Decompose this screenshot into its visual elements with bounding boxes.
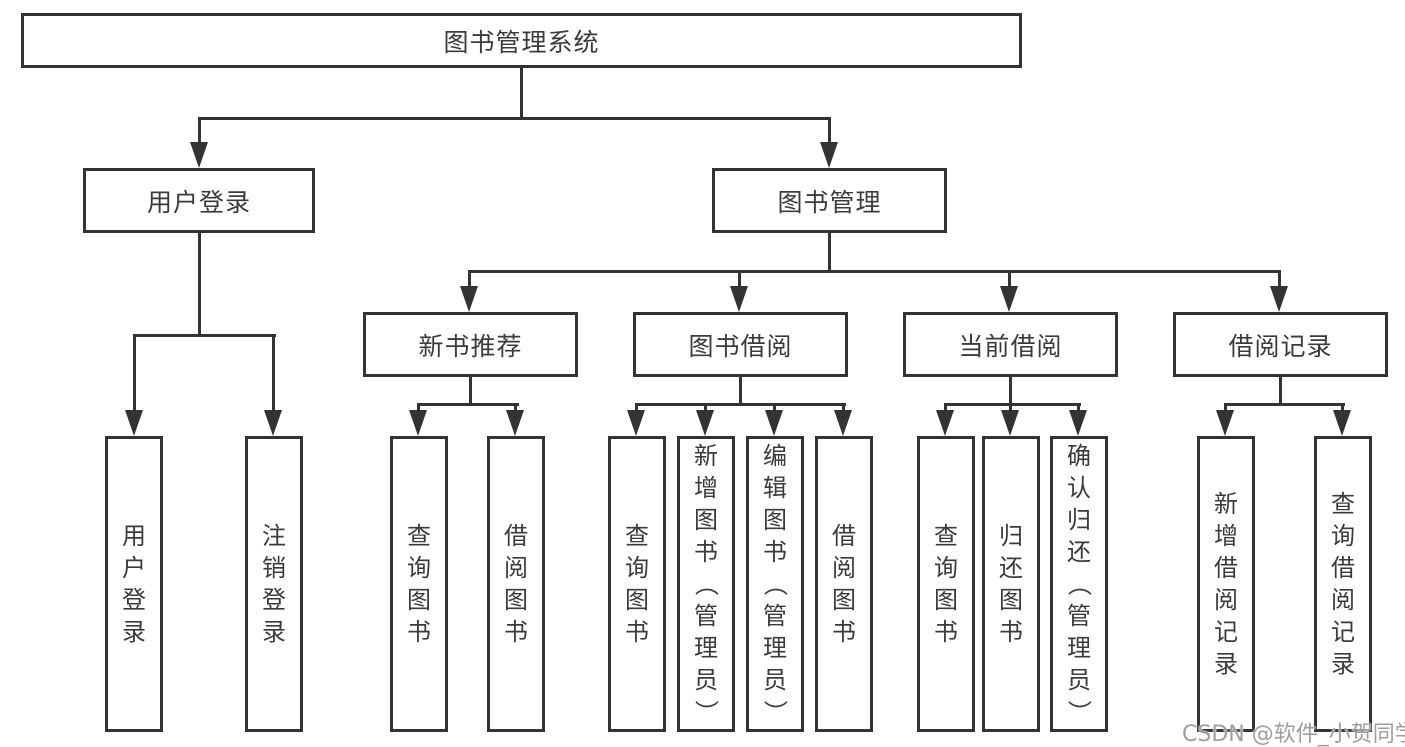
leaf-bb-add-book-admin-label: 新增图书（管理员）: [692, 442, 720, 724]
leaf-br-add-record-label: 新增借阅记录: [1214, 490, 1238, 678]
leaf-user-login: 用户登录: [105, 436, 163, 732]
connector-arrow-stem: [514, 403, 517, 413]
connector-arrow-stem: [133, 334, 136, 412]
arrow-down-icon: [1333, 410, 1351, 436]
connector-nbr-branch: [418, 403, 519, 406]
connector-user-login-branch: [133, 334, 276, 337]
connector-arrow-stem: [1224, 403, 1227, 413]
connector-arrow-stem: [1009, 403, 1012, 413]
leaf-bb-query-book-label: 查询图书: [625, 522, 649, 646]
connector-level3-branch: [469, 270, 1281, 273]
node-user-login-label: 用户登录: [146, 187, 251, 217]
arrow-down-icon: [1216, 410, 1234, 436]
arrow-down-icon: [1001, 410, 1019, 436]
arrow-down-icon: [264, 410, 282, 436]
connector-bb-branch: [636, 403, 846, 406]
leaf-cb-confirm-return-admin-label: 确认归还（管理员）: [1065, 442, 1093, 724]
arrow-down-icon: [820, 142, 838, 168]
connector-arrow-stem: [1278, 270, 1281, 289]
leaf-cb-return-book-label: 归还图书: [999, 522, 1023, 646]
leaf-nbr-query-book-label: 查询图书: [407, 522, 431, 646]
connector-arrow-stem: [1341, 403, 1344, 413]
arrow-down-icon: [190, 142, 208, 168]
arrow-down-icon: [1270, 286, 1288, 312]
arrow-down-icon: [1069, 410, 1087, 436]
leaf-cb-return-book: 归还图书: [982, 436, 1040, 732]
connector-bb-stem: [739, 377, 742, 406]
node-new-book-recommend-label: 新书推荐: [418, 331, 523, 361]
connector-cb-branch: [944, 403, 1081, 406]
connector-arrow-stem: [944, 403, 947, 413]
node-borrow-records-label: 借阅记录: [1228, 331, 1333, 361]
connector-arrow-stem: [198, 117, 201, 145]
arrow-down-icon: [765, 410, 783, 436]
leaf-br-query-record: 查询借阅记录: [1314, 436, 1372, 732]
connector-arrow-stem: [468, 270, 471, 289]
arrow-down-icon: [125, 410, 143, 436]
leaf-cb-confirm-return-admin: 确认归还（管理员）: [1050, 436, 1108, 732]
leaf-br-query-record-label: 查询借阅记录: [1331, 490, 1355, 678]
connector-arrow-stem: [272, 334, 275, 412]
node-book-borrow-label: 图书借阅: [688, 331, 793, 361]
arrow-down-icon: [627, 410, 645, 436]
node-book-management: 图书管理: [712, 168, 947, 233]
arrow-down-icon: [936, 410, 954, 436]
connector-arrow-stem: [738, 270, 741, 289]
node-book-borrow: 图书借阅: [633, 312, 848, 377]
connector-br-stem: [1279, 377, 1282, 406]
connector-book-mgmt-stem: [828, 233, 831, 273]
connector-arrow-stem: [704, 403, 707, 413]
arrow-down-icon: [696, 410, 714, 436]
leaf-br-add-record: 新增借阅记录: [1197, 436, 1255, 732]
leaf-cb-query-book-label: 查询图书: [934, 522, 958, 646]
node-book-management-label: 图书管理: [777, 187, 882, 217]
arrow-down-icon: [409, 410, 427, 436]
node-borrow-records: 借阅记录: [1173, 312, 1388, 377]
arrow-down-icon: [834, 410, 852, 436]
node-user-login: 用户登录: [83, 168, 315, 233]
connector-arrow-stem: [773, 403, 776, 413]
connector-nbr-stem: [469, 377, 472, 406]
arrow-down-icon: [460, 286, 478, 312]
node-new-book-recommend: 新书推荐: [363, 312, 578, 377]
arrow-down-icon: [506, 410, 524, 436]
leaf-logout: 注销登录: [245, 436, 303, 732]
connector-cb-stem: [1009, 377, 1012, 406]
leaf-nbr-borrow-book-label: 借阅图书: [504, 522, 528, 646]
connector-level2-branch: [198, 117, 831, 120]
leaf-nbr-borrow-book: 借阅图书: [487, 436, 545, 732]
leaf-cb-query-book: 查询图书: [917, 436, 975, 732]
connector-root-stem: [520, 68, 523, 120]
connector-user-login-stem: [198, 233, 201, 336]
leaf-bb-query-book: 查询图书: [608, 436, 666, 732]
node-root: 图书管理系统: [21, 13, 1022, 68]
connector-arrow-stem: [417, 403, 420, 413]
watermark-text: CSDN @软件_小贺同学: [1182, 722, 1405, 747]
leaf-bb-borrow-book: 借阅图书: [815, 436, 873, 732]
connector-arrow-stem: [828, 117, 831, 145]
leaf-nbr-query-book: 查询图书: [390, 436, 448, 732]
node-current-borrow-label: 当前借阅: [958, 331, 1063, 361]
connector-br-branch: [1224, 403, 1345, 406]
arrow-down-icon: [1000, 286, 1018, 312]
leaf-bb-borrow-book-label: 借阅图书: [832, 522, 856, 646]
leaf-bb-edit-book-admin-label: 编辑图书（管理员）: [761, 442, 789, 724]
connector-arrow-stem: [842, 403, 845, 413]
node-root-label: 图书管理系统: [443, 27, 600, 57]
connector-arrow-stem: [1008, 270, 1011, 289]
leaf-bb-add-book-admin: 新增图书（管理员）: [677, 436, 735, 732]
leaf-bb-edit-book-admin: 编辑图书（管理员）: [746, 436, 804, 732]
leaf-logout-label: 注销登录: [262, 522, 286, 646]
connector-arrow-stem: [1077, 403, 1080, 413]
node-current-borrow: 当前借阅: [903, 312, 1118, 377]
arrow-down-icon: [730, 286, 748, 312]
leaf-user-login-label: 用户登录: [122, 522, 146, 646]
connector-arrow-stem: [635, 403, 638, 413]
